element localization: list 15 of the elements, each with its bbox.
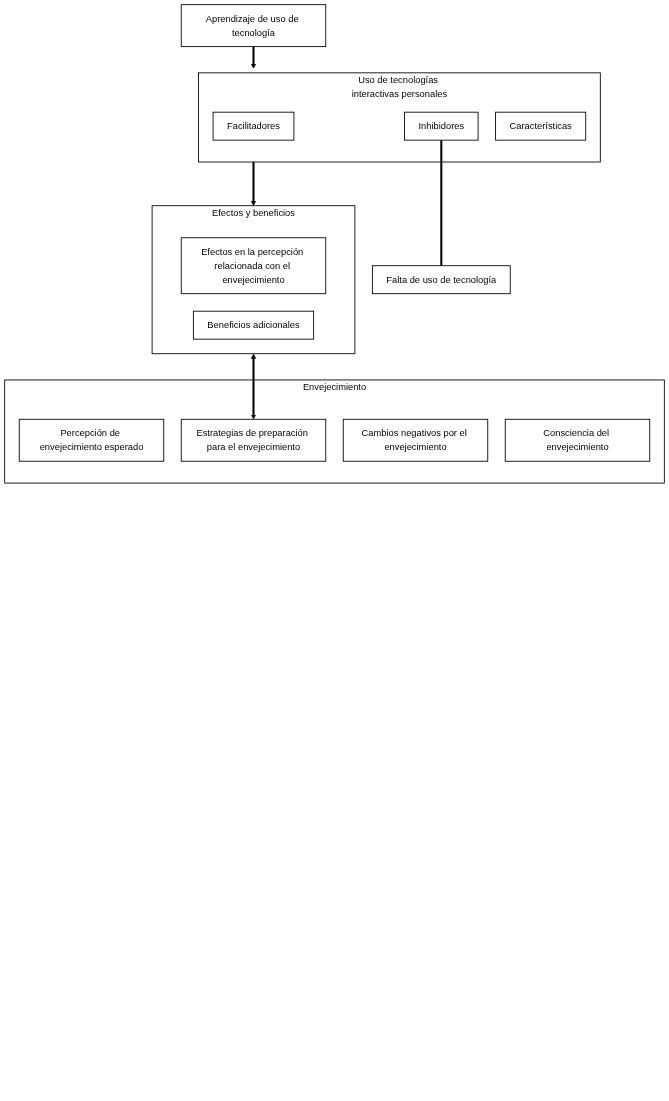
node-box: Aprendizaje de uso de tecnología [180,4,327,48]
node-box: Características [495,111,587,141]
node-box: Facilitadores [212,111,295,141]
node-box: Efectos en la percepción relacionada con el envejecimiento [180,237,327,295]
node-box: Estrategias de preparación para el envejecimiento [180,418,327,462]
node-box: Inhibidores [404,111,479,141]
node-box: Beneficios adicionales [192,310,315,340]
arrow [250,162,257,206]
connector [440,140,443,266]
arrow [250,353,257,420]
node-box: Consciencia del envejecimiento [504,418,651,462]
node-box: Falta de uso de tecnología [371,265,511,295]
node-box: Cambios negativos por el envejecimiento [342,418,489,462]
node-box: Percepción de envejecimiento esperado [18,418,165,462]
arrow [250,46,257,69]
